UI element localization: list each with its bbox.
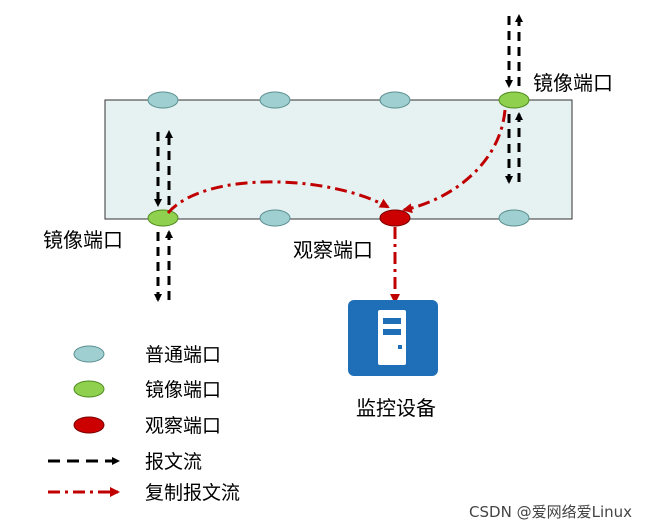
mirror-port-label-left: 镜像端口 (43, 228, 123, 252)
packet-flow-top-right (505, 14, 523, 184)
normal-port (498, 209, 530, 227)
packet-flow-left (154, 130, 173, 302)
watermark: CSDN @爱网络爱Linux (469, 503, 632, 521)
normal-port (259, 209, 291, 227)
legend-observe-port-swatch (73, 416, 105, 434)
legend-normal-port-swatch (73, 345, 105, 363)
legend-observe-port-label: 观察端口 (145, 415, 221, 437)
mirror-port-label-top-right: 镜像端口 (533, 71, 613, 95)
legend-mirror-port-swatch (73, 380, 105, 398)
monitor-device-label: 监控设备 (356, 396, 436, 420)
legend-packet-flow-label: 报文流 (145, 451, 202, 473)
mirror-port (498, 91, 530, 109)
server-icon (348, 300, 438, 376)
normal-port (259, 91, 291, 109)
observe-port-label: 观察端口 (293, 238, 373, 262)
legend-mirror-port-label: 镜像端口 (145, 379, 221, 401)
observe-port (379, 209, 411, 227)
mirror-port (147, 209, 179, 227)
copied-packet-flow (166, 109, 507, 304)
legend-normal-port-label: 普通端口 (145, 344, 221, 366)
normal-port (379, 91, 411, 109)
legend: 普通端口 镜像端口 观察端口 报文流 复制报文流 (48, 344, 240, 504)
switch-body (104, 99, 573, 220)
normal-port (147, 91, 179, 109)
legend-copied-flow-label: 复制报文流 (145, 482, 240, 504)
